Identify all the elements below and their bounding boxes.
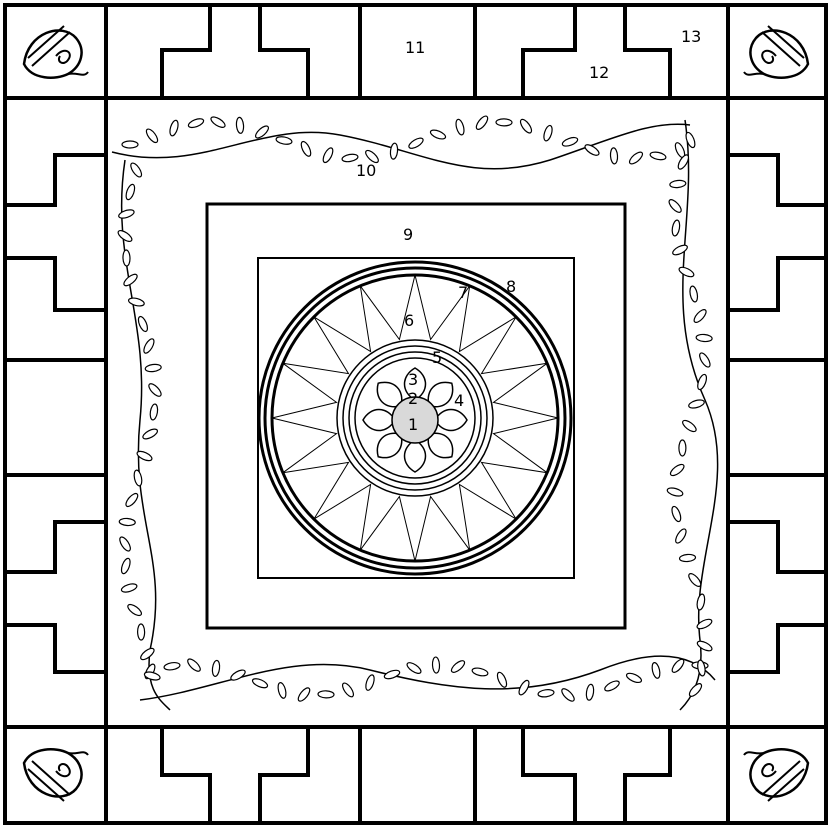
vine-leaf <box>679 440 686 456</box>
vine-leaf <box>432 657 440 673</box>
label-7: 7 <box>458 283 468 302</box>
vine-leaf <box>137 624 144 640</box>
label-10: 10 <box>356 161 376 180</box>
label-3: 3 <box>408 370 418 389</box>
label-8: 8 <box>506 277 516 296</box>
label-9: 9 <box>403 225 413 244</box>
vine-leaf <box>122 141 138 148</box>
vine-leaf <box>318 691 334 699</box>
label-1: 1 <box>408 415 418 434</box>
label-13: 13 <box>681 27 701 46</box>
label-11: 11 <box>405 38 425 57</box>
label-12: 12 <box>589 63 609 82</box>
label-4: 4 <box>454 391 464 410</box>
label-6: 6 <box>404 311 414 330</box>
label-2: 2 <box>408 389 418 408</box>
vine-leaf <box>496 119 512 126</box>
label-5: 5 <box>432 348 442 367</box>
vine-leaf <box>123 250 131 266</box>
